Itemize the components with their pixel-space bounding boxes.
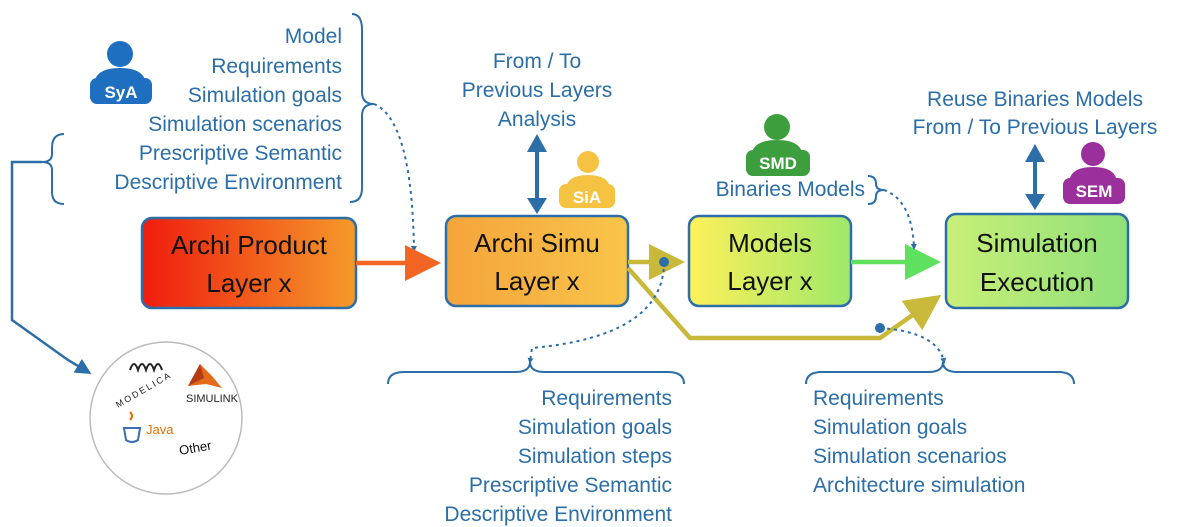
bottom-right-brace: [805, 361, 1075, 385]
box-label-line2: Layer x: [494, 266, 579, 296]
binaries-models-label: Binaries Models: [716, 178, 865, 201]
box-label-line1: Models: [728, 228, 812, 258]
box-models: Models Layer x: [687, 214, 853, 308]
bottom-center-list: Requirements Simulation goals Simulation…: [444, 387, 672, 526]
arrow-simu-to-exec: [626, 266, 942, 341]
box-label-line2: Execution: [980, 267, 1094, 297]
smd-badge-label: SMD: [759, 154, 797, 173]
box-label-line1: Archi Product: [171, 230, 328, 260]
box-label-line2: Layer x: [727, 266, 812, 296]
java-cup-icon: [122, 427, 142, 443]
sia-badge-label: SiA: [573, 188, 601, 207]
list-item: Simulation goals: [518, 416, 672, 439]
tools-circle: MODELICA SIMULINK Java Other: [89, 341, 243, 495]
arrow-to-tools: [10, 160, 92, 375]
smd-badge: [746, 150, 810, 176]
bottom-right-list: Requirements Simulation goals Simulation…: [813, 387, 1025, 497]
person-icon: [107, 41, 133, 67]
bidirectional-arrow-reuse: [1025, 144, 1045, 210]
sem-person: SEM: [1063, 142, 1125, 204]
smd-person: SMD: [746, 114, 810, 176]
box-label-line1: Archi Simu: [474, 228, 600, 258]
sia-badge: [559, 184, 615, 208]
top-left-list: Model Requirements Simulation goals Simu…: [114, 25, 342, 194]
box-archi-simu: Archi Simu Layer x: [444, 214, 630, 308]
person-icon: [577, 151, 599, 173]
box-label-line2: Layer x: [206, 268, 291, 298]
dotted-connector-binaries: [883, 189, 917, 250]
sya-badge: [90, 78, 152, 104]
matlab-membrane-icon: [188, 364, 222, 388]
list-item: Simulation steps: [518, 445, 672, 468]
sem-badge-label: SEM: [1076, 182, 1113, 201]
top-left-right-brace: [349, 13, 375, 203]
top-center-label: From / To Previous Layers Analysis: [462, 50, 613, 131]
box-simulation-execution: Simulation Execution: [944, 212, 1130, 310]
list-item: Simulation scenarios: [148, 113, 342, 136]
binaries-brace: [867, 175, 885, 205]
list-item: Model: [285, 25, 342, 48]
sem-badge: [1063, 178, 1125, 204]
top-right-label: Reuse Binaries Models From / To Previous…: [913, 88, 1158, 139]
box-archi-product: Archi Product Layer x: [140, 216, 358, 310]
list-item: Simulation scenarios: [813, 445, 1007, 468]
person-icon: [1081, 142, 1105, 166]
list-item: Descriptive Environment: [114, 171, 342, 194]
sya-badge-label: SyA: [104, 83, 137, 102]
list-item: Architecture simulation: [813, 474, 1025, 497]
top-left-left-brace: [41, 133, 65, 205]
label-line: From / To: [493, 50, 581, 73]
list-item: Simulation goals: [813, 416, 967, 439]
label-line: From / To Previous Layers: [913, 116, 1158, 139]
list-item: Simulation goals: [188, 84, 342, 107]
list-item: Prescriptive Semantic: [469, 474, 672, 497]
list-item: Requirements: [541, 387, 672, 410]
simulink-label: SIMULINK: [186, 393, 239, 405]
label-line: Previous Layers: [462, 79, 613, 102]
box-label-line1: Simulation: [976, 228, 1097, 258]
label-line: Analysis: [498, 108, 576, 131]
list-item: Requirements: [813, 387, 944, 410]
dotted-connector-bottom-right: [879, 327, 947, 364]
bottom-center-brace: [387, 361, 685, 385]
person-icon: [764, 114, 790, 140]
java-logo: Java: [122, 411, 174, 443]
list-item: Requirements: [211, 55, 342, 78]
sya-person: SyA: [90, 41, 152, 104]
simulink-logo: SIMULINK: [186, 364, 239, 405]
label-line: Reuse Binaries Models: [927, 88, 1143, 111]
list-item: Prescriptive Semantic: [139, 142, 342, 165]
sia-person: SiA: [559, 151, 615, 208]
other-label: Other: [178, 437, 213, 458]
bidirectional-arrow-analysis: [527, 134, 547, 214]
list-item: Descriptive Environment: [444, 503, 672, 526]
java-label: Java: [146, 422, 174, 437]
dotted-connector-sya: [373, 103, 417, 252]
